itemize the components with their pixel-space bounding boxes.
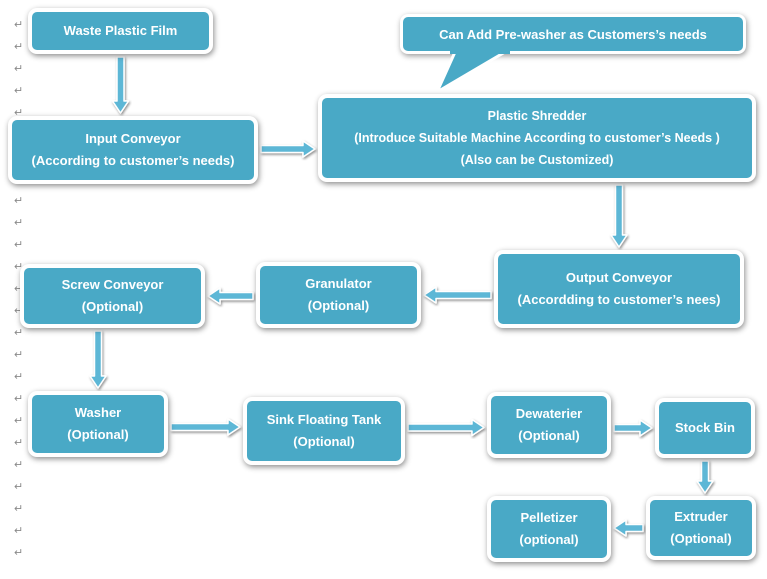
arrow-stock_bin-to-extruder: [696, 460, 714, 494]
arrow-output_conveyor-to-granulator: [423, 286, 492, 304]
node-plastic-shredder: Plastic Shredder (Introduce Suitable Mach…: [318, 94, 756, 182]
node-washer: Washer (Optional): [28, 391, 168, 457]
node-label-line: (Also can be Customized): [460, 153, 614, 167]
node-sink-floating-tank: Sink Floating Tank (Optional): [243, 397, 405, 465]
node-label-line: Sink Floating Tank: [266, 412, 382, 427]
node-input-conveyor: Input Conveyor (According to customer’s n…: [8, 116, 258, 184]
arrow-sink_floating_tank-to-dewaterier: [407, 418, 485, 437]
node-label-line: (Accordding to customer’s nees): [517, 292, 721, 307]
arrow-extruder-to-pelletizer: [613, 519, 644, 537]
arrow-plastic_shredder-to-output_conveyor: [610, 184, 628, 248]
arrow-input_conveyor-to-plastic_shredder: [260, 140, 316, 158]
node-granulator: Granulator (Optional): [256, 262, 421, 328]
node-output-conveyor: Output Conveyor (Accordding to customer’s…: [494, 250, 744, 328]
node-label-line: Extruder: [674, 509, 728, 524]
arrow-waste_plastic_film-to-input_conveyor: [111, 56, 130, 114]
node-label-line: Stock Bin: [675, 420, 735, 435]
node-label-line: (optional): [519, 532, 579, 547]
node-label-line: (According to customer’s needs): [31, 153, 235, 168]
node-extruder: Extruder (Optional): [646, 496, 756, 560]
arrow-dewaterier-to-stock_bin: [613, 419, 653, 437]
node-label-line: (Optional): [518, 428, 580, 443]
node-label-line: Screw Conveyor: [61, 277, 164, 292]
node-pelletizer: Pelletizer (optional): [487, 496, 611, 562]
arrow-washer-to-sink_floating_tank: [170, 418, 241, 436]
node-label-line: Output Conveyor: [565, 270, 673, 285]
node-screw-conveyor: Screw Conveyor (Optional): [20, 264, 205, 328]
node-label-line: Pelletizer: [520, 510, 578, 525]
node-waste-plastic-film: Waste Plastic Film: [28, 8, 213, 54]
arrow-screw_conveyor-to-washer: [89, 330, 107, 389]
node-label-line: Plastic Shredder: [487, 109, 587, 123]
node-label-line: Washer: [74, 405, 122, 420]
node-dewaterier: Dewaterier (Optional): [487, 392, 611, 458]
node-label-line: Input Conveyor: [85, 131, 181, 146]
node-label-line: (Optional): [670, 531, 732, 546]
node-label-line: (Introduce Suitable Machine According to…: [354, 131, 720, 145]
node-stock-bin: Stock Bin: [655, 398, 755, 458]
node-label-line: (Optional): [293, 434, 355, 449]
node-label-line: (Optional): [307, 298, 370, 313]
node-label-line: (Optional): [81, 299, 144, 314]
node-label-line: Waste Plastic Film: [63, 23, 178, 38]
arrow-granulator-to-screw_conveyor: [207, 287, 254, 305]
callout-text: Can Add Pre-washer as Customers’s needs: [439, 26, 707, 42]
node-label-line: Dewaterier: [515, 406, 583, 421]
node-label-line: Granulator: [305, 276, 372, 291]
node-label-line: (Optional): [67, 427, 129, 442]
